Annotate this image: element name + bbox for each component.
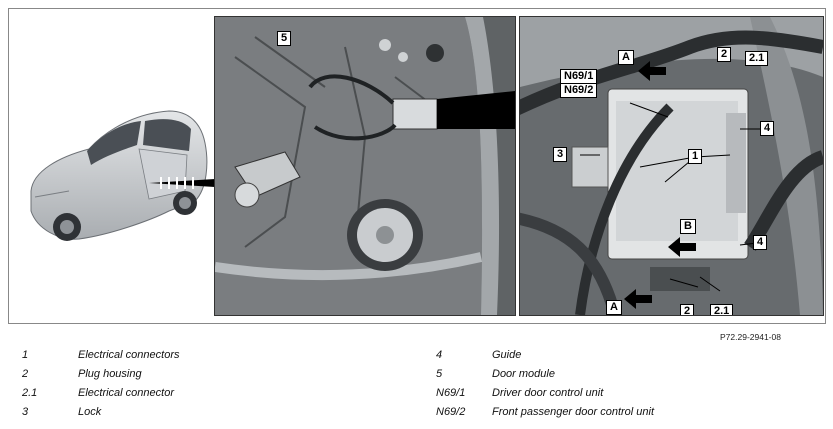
callout-n69-2: N69/2 (560, 83, 598, 98)
callout-3: 3 (553, 147, 568, 162)
callout-a-top: A (618, 50, 634, 65)
car-to-door-pointer (149, 177, 215, 189)
arrow-a-top (638, 61, 666, 81)
control-unit-small (392, 98, 438, 130)
car-side-window (143, 119, 191, 151)
callout-4-bottom: 4 (753, 235, 768, 250)
lock-tab (571, 146, 609, 188)
car-windshield (87, 121, 141, 165)
magnify-wedge (437, 91, 515, 129)
control-unit-detail-photo: A 2 2.1 N69/1 N69/2 1 3 4 B 4 A 2 2.1 (519, 16, 824, 316)
cable-harness-2 (575, 103, 674, 315)
figure-reference: P72.29-2941-08 (720, 332, 781, 342)
callout-2-bottom: 2 (680, 304, 695, 315)
arrow-a-bottom (624, 289, 652, 309)
callout-2-1-bottom: 2.1 (710, 304, 734, 315)
car-overview-illustration (19, 99, 214, 249)
diagram-frame: 5 (8, 8, 826, 324)
door-frame-edge (465, 17, 500, 315)
callout-5: 5 (277, 31, 292, 46)
callout-1: 1 (688, 149, 703, 164)
callout-4-top: 4 (760, 121, 775, 136)
callout-n69-1: N69/1 (560, 69, 598, 84)
arrow-b (668, 237, 696, 257)
callout-a-bottom: A (606, 300, 622, 315)
callout-2-1-top: 2.1 (745, 51, 769, 66)
callout-b: B (680, 219, 696, 234)
callout-2-top: 2 (717, 47, 732, 62)
door-module-photo: 5 (214, 16, 516, 316)
